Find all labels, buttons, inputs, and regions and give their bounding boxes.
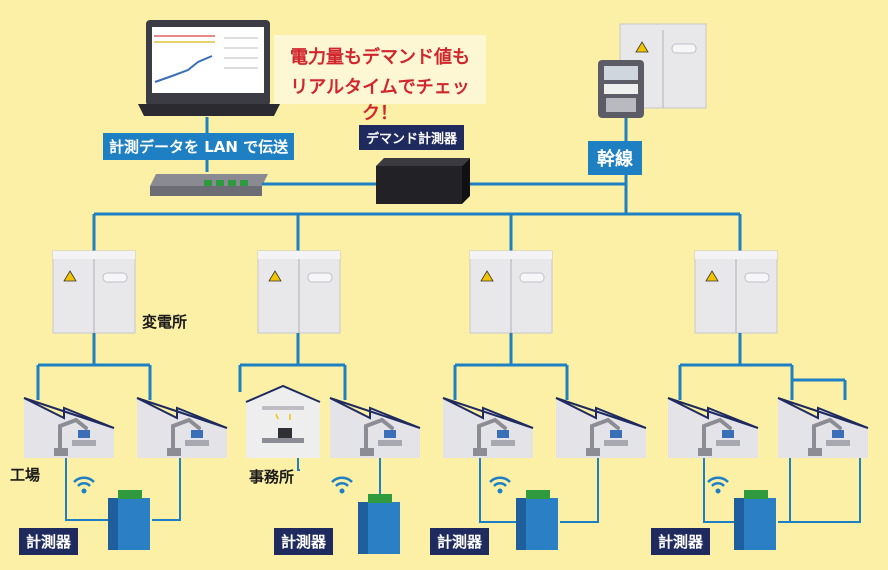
factory-label: 工場: [10, 466, 41, 484]
network-hub-icon: [150, 174, 268, 196]
lan-transfer-label: 計測データを LAN で伝送: [103, 133, 295, 160]
meter-device-icon: [734, 490, 776, 550]
meter-label: 計測器: [274, 528, 334, 555]
meter-label: 計測器: [19, 528, 79, 555]
substation-label: 変電所: [142, 313, 188, 331]
office-label: 事務所: [249, 468, 295, 486]
factory-icon: [666, 396, 760, 460]
substation-cabinet-icon: [52, 250, 136, 334]
factory-icon: [441, 396, 535, 460]
office-icon: [245, 384, 321, 458]
factory-icon: [328, 396, 422, 460]
meter-device-icon: [516, 490, 558, 550]
callout-line-1: 電力量もデマンド値も: [290, 47, 470, 68]
factory-icon: [22, 396, 116, 460]
demand-meter-device-icon: [376, 158, 470, 204]
factory-icon: [776, 396, 870, 460]
substation-cabinet-icon: [694, 250, 778, 334]
factory-icon: [135, 396, 229, 460]
demand-meter-label: デマンド計測器: [359, 125, 465, 150]
wifi-icon: [706, 476, 730, 495]
callout-box: 電力量もデマンド値も リアルタイムでチェック！: [274, 35, 486, 124]
wifi-icon: [488, 476, 512, 495]
substation-cabinet-icon: [469, 250, 553, 334]
substation-cabinet-icon: [257, 250, 341, 334]
meter-device-icon: [108, 490, 150, 550]
wifi-icon: [330, 476, 354, 495]
meter-label: 計測器: [430, 528, 490, 555]
trunk-line-label: 幹線: [588, 141, 642, 175]
meter-device-icon: [358, 494, 400, 554]
factory-icon: [554, 396, 648, 460]
callout-line-2: リアルタイムでチェック！: [290, 77, 470, 124]
wifi-icon: [72, 476, 96, 495]
laptop-icon: [138, 20, 280, 116]
power-meter-icon: [598, 60, 644, 118]
meter-label: 計測器: [651, 528, 711, 555]
